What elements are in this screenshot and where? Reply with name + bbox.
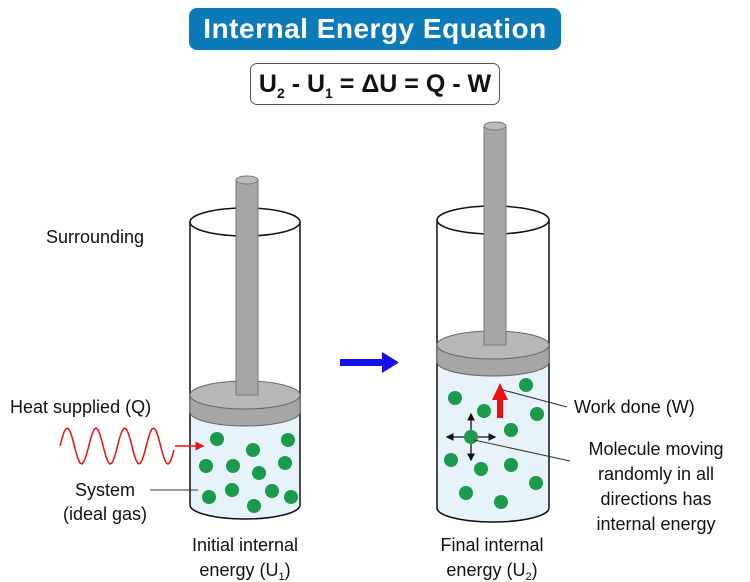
molecule	[247, 499, 261, 513]
eq-u2-sub: 2	[276, 85, 285, 101]
molecule	[474, 462, 488, 476]
molecule	[448, 391, 462, 405]
molecule	[210, 432, 224, 446]
leader-lines	[150, 389, 571, 491]
molecule	[252, 466, 266, 480]
eq-u1-sub: 1	[325, 85, 333, 101]
system-label: System	[75, 480, 135, 500]
molecule	[519, 378, 533, 392]
molecule	[459, 486, 473, 500]
molecule	[444, 453, 458, 467]
molecule	[464, 430, 478, 444]
heat-wave-icon	[59, 427, 205, 465]
molecule	[281, 433, 295, 447]
initial-molecules	[199, 432, 298, 513]
diagram-title: Internal Energy Equation	[189, 8, 561, 50]
final-energy-label: Final internal	[440, 535, 543, 555]
work-label: Work done (W)	[574, 397, 695, 417]
process-arrow-icon	[340, 352, 399, 373]
molecule-label-line: Molecule moving	[588, 439, 723, 459]
initial-piston	[189, 175, 301, 427]
surrounding-label: Surrounding	[46, 227, 144, 247]
title-row: Internal Energy Equation	[0, 8, 750, 50]
equation-box: U2 - U1 = ΔU = Q - W	[249, 63, 501, 105]
final-cylinder	[436, 121, 550, 523]
final-energy-label-2: energy (U2)	[446, 560, 537, 582]
motion-arrows-icon	[445, 412, 497, 462]
eq-rest: = ΔU = Q - W	[332, 70, 492, 98]
molecule	[504, 458, 518, 472]
initial-energy-label-2: energy (U1)	[199, 560, 290, 582]
molecule	[494, 495, 508, 509]
initial-cylinder	[189, 175, 301, 520]
molecule	[278, 456, 292, 470]
molecule	[265, 484, 279, 498]
molecule	[529, 476, 543, 490]
system-sublabel: (ideal gas)	[63, 504, 147, 524]
eq-minus: -	[284, 70, 307, 98]
molecule-label-line: internal energy	[596, 514, 715, 534]
eq-u1: U	[306, 70, 326, 98]
molecule	[199, 459, 213, 473]
molecule	[284, 490, 298, 504]
initial-energy-label: Initial internal	[192, 535, 298, 555]
molecule	[246, 443, 260, 457]
heat-label: Heat supplied (Q)	[10, 397, 151, 417]
final-piston	[436, 121, 550, 377]
molecule	[225, 483, 239, 497]
molecule	[202, 490, 216, 504]
eq-u2: U	[258, 70, 277, 98]
molecule	[530, 407, 544, 421]
molecule-label-line: directions has	[600, 489, 711, 509]
molecule	[226, 459, 240, 473]
equation-row: U2 - U1 = ΔU = Q - W	[0, 63, 750, 105]
molecule	[504, 423, 518, 437]
work-arrow-icon	[492, 383, 508, 418]
molecule-label-line: randomly in all	[598, 464, 714, 484]
molecule	[477, 404, 491, 418]
